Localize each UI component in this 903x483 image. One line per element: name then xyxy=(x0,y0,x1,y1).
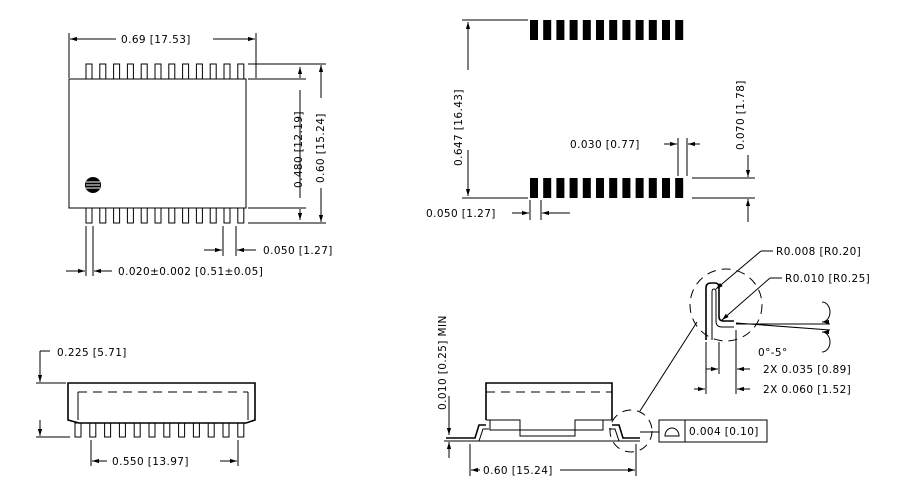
land-pad xyxy=(635,20,644,40)
lead-width-label: 0.020±0.002 [0.51±0.05] xyxy=(118,266,263,278)
top-pins xyxy=(85,63,245,80)
top-pin xyxy=(126,63,134,80)
pad-length-label: 0.070 [1.78] xyxy=(735,80,747,150)
inner-radius-label: R0.008 [R0.20] xyxy=(776,246,861,258)
bottom-pin xyxy=(140,207,148,224)
side-body xyxy=(67,382,256,424)
side-lead xyxy=(89,422,97,438)
width-label: 0.69 [17.53] xyxy=(121,34,191,46)
side-lead xyxy=(74,422,82,438)
side-lead xyxy=(237,422,245,438)
detail-circle-small xyxy=(609,409,653,453)
lp-span-label: 0.647 [16.43] xyxy=(453,89,465,166)
overall-height-label: 0.60 [15.24] xyxy=(315,113,327,183)
land-pad xyxy=(609,20,618,40)
side-lead xyxy=(192,422,200,438)
side-leads xyxy=(74,422,245,438)
top-pin xyxy=(99,63,107,80)
side-lead xyxy=(104,422,112,438)
foot-extent-label: 2X 0.060 [1.52] xyxy=(763,384,851,396)
side-height-label: 0.225 [5.71] xyxy=(57,347,127,359)
bottom-pin xyxy=(237,207,245,224)
land-pad xyxy=(609,178,618,198)
land-pad xyxy=(662,20,670,40)
land-pad xyxy=(582,20,591,40)
land-pad xyxy=(662,178,670,198)
land-pad xyxy=(543,20,552,40)
bottom-pin xyxy=(168,207,176,224)
land-pad xyxy=(530,20,538,40)
side-lead xyxy=(148,422,156,438)
land-pad xyxy=(622,178,631,198)
land-pad xyxy=(596,20,604,40)
bottom-pin xyxy=(209,207,217,224)
land-pads-top xyxy=(530,20,684,40)
top-pin xyxy=(140,63,148,80)
land-pad xyxy=(596,178,604,198)
coplanarity-frame xyxy=(658,419,768,443)
land-pad xyxy=(648,178,657,198)
land-pad xyxy=(569,20,578,40)
detail-view: R0.008 [R0.20] R0.010 [R0.25] 0°-5° 2X 0… xyxy=(689,246,870,396)
land-pad xyxy=(556,178,565,198)
standoff-label: 0.010 [0.25] MIN xyxy=(437,315,449,410)
land-pad xyxy=(675,20,684,40)
bottom-pins xyxy=(85,207,245,224)
top-view: 0.69 [17.53] 0.480 [12.19] 0.60 [15.24] … xyxy=(66,33,333,278)
outer-radius-label: R0.010 [R0.25] xyxy=(785,273,870,285)
bottom-pin xyxy=(126,207,134,224)
bottom-pin xyxy=(223,207,231,224)
top-pin xyxy=(223,63,231,80)
side-lead xyxy=(178,422,186,438)
coplanarity-value: 0.004 [0.10] xyxy=(689,426,759,438)
land-pad xyxy=(635,178,644,198)
bottom-pin xyxy=(182,207,190,224)
foot-length-label: 2X 0.035 [0.89] xyxy=(763,364,851,376)
side-view: 0.225 [5.71] 0.550 [13.97] xyxy=(36,347,256,468)
profile-of-surface-icon xyxy=(664,427,680,437)
top-pin xyxy=(85,63,93,80)
end-span-label: 0.60 [15.24] xyxy=(483,465,553,477)
land-pad xyxy=(675,178,684,198)
bottom-pin xyxy=(99,207,107,224)
bottom-pin xyxy=(85,207,93,224)
side-length-label: 0.550 [13.97] xyxy=(112,456,189,468)
top-pin xyxy=(113,63,121,80)
pitch-label: 0.050 [1.27] xyxy=(263,245,333,257)
top-pin xyxy=(154,63,162,80)
pad-width-label: 0.030 [0.77] xyxy=(570,139,640,151)
land-pad xyxy=(543,178,552,198)
land-pad xyxy=(556,20,565,40)
bottom-pin xyxy=(154,207,162,224)
land-pad xyxy=(569,178,578,198)
bottom-pin xyxy=(113,207,121,224)
land-pad xyxy=(530,178,538,198)
side-lead xyxy=(118,422,126,438)
land-pattern: 0.647 [16.43] 0.070 [1.78] 0.030 [0.77] … xyxy=(426,19,755,222)
top-pin xyxy=(237,63,245,80)
land-pads-bottom xyxy=(530,178,684,198)
side-lead xyxy=(133,422,141,438)
side-lead xyxy=(163,422,171,438)
side-lead xyxy=(207,422,215,438)
land-pad xyxy=(582,178,591,198)
top-pin xyxy=(182,63,190,80)
top-pin xyxy=(209,63,217,80)
bottom-pin xyxy=(195,207,203,224)
top-pin xyxy=(195,63,203,80)
detail-circle-large xyxy=(689,268,763,342)
land-pad xyxy=(622,20,631,40)
side-lead xyxy=(222,422,230,438)
angle-label: 0°-5° xyxy=(758,347,788,359)
body-height-label: 0.480 [12.19] xyxy=(293,111,305,188)
end-view: 0.010 [0.25] MIN 0.60 [15.24] 0.004 [0.1… xyxy=(437,315,768,477)
top-pin xyxy=(168,63,176,80)
land-pad xyxy=(648,20,657,40)
lp-pitch-label: 0.050 [1.27] xyxy=(426,208,496,220)
